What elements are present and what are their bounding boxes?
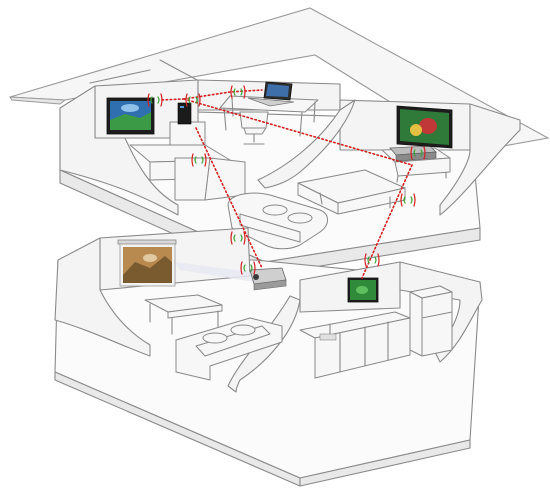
signal-wave-icon (185, 93, 201, 107)
upper-right-wall (439, 103, 521, 216)
signal-wave-icon (400, 193, 416, 207)
signal-wave-icon (364, 253, 380, 267)
wireless-link-hub-to-laptop (183, 89, 263, 100)
upper-floor (59, 79, 521, 276)
signal-wave-icon (191, 153, 207, 167)
projection-screen-icon (117, 239, 177, 287)
signal-waves (147, 85, 426, 275)
lower-sofa (175, 317, 283, 381)
laptop-icon (247, 81, 295, 107)
roof-edge (9, 96, 67, 105)
upper-right-bed (297, 169, 406, 215)
wireless-link-set-top-box-to-tv-kitchen (361, 164, 413, 279)
wireless-link-hub-to-tv-upstairs-right (183, 98, 413, 166)
office-chair (239, 111, 269, 145)
signal-wave-icon (230, 231, 246, 245)
projector-icon (175, 262, 287, 291)
refrigerator (409, 285, 453, 357)
signal-wave-icon (240, 261, 256, 275)
tv-icon (106, 97, 155, 135)
coffee-table (144, 294, 223, 335)
wireless-link-hub-to-projector (195, 127, 263, 269)
tv-icon (396, 105, 453, 149)
lower-floor (54, 227, 483, 487)
signal-wave-icon (410, 146, 426, 160)
tv-icon (347, 277, 379, 303)
lower-right-wall (399, 261, 483, 363)
upper-partition-wall (257, 99, 356, 189)
lower-left-wall (54, 237, 151, 357)
signal-wave-icon (147, 93, 163, 107)
upper-left-wall (59, 85, 179, 216)
set-top-box-icon (389, 145, 437, 162)
kitchen-counter (299, 311, 411, 379)
signal-wave-icon (230, 85, 246, 99)
wireless-link-hub-to-tv-upstairs-left (159, 98, 185, 101)
wireless-links (159, 89, 413, 279)
